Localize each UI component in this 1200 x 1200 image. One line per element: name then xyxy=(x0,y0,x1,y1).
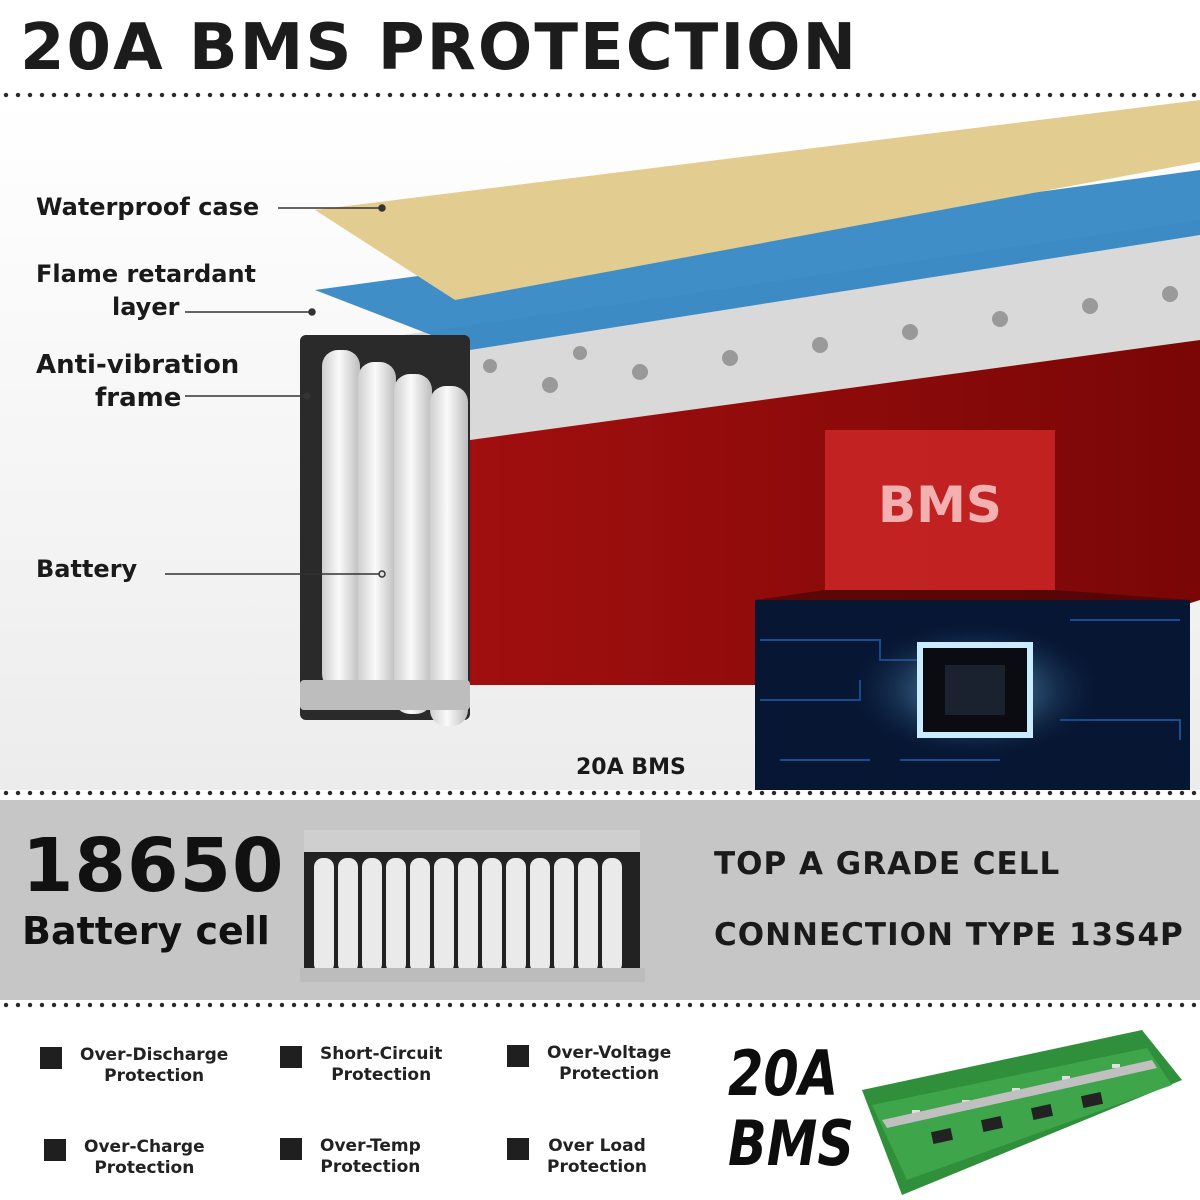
bms-panel xyxy=(825,430,1055,590)
battery-pack-photo xyxy=(300,830,645,982)
bullet-square-icon xyxy=(280,1138,302,1160)
pack-top-surface xyxy=(300,220,1200,440)
battery-illustration: BMS xyxy=(165,100,1200,790)
label-flame-retardant: Flame retardant xyxy=(36,260,257,288)
label-waterproof-case: Waterproof case xyxy=(36,193,260,221)
cell-model-number: 18650 xyxy=(22,823,285,909)
dotted-divider-bottom xyxy=(0,1002,1200,1008)
bullet-square-icon xyxy=(507,1138,529,1160)
label-battery: Battery xyxy=(36,555,138,583)
battery-exploded-diagram: BMS Waterproof case Flame retardant laye… xyxy=(0,100,1200,790)
bullet-square-icon xyxy=(44,1139,66,1161)
flame-retardant-layer xyxy=(315,170,1200,350)
spec-connection-type: CONNECTION TYPE 13S4P xyxy=(714,917,1184,953)
bms-badge-label: BMS xyxy=(728,1107,854,1180)
bms-pcb-photo xyxy=(862,1030,1182,1195)
label-frame: frame xyxy=(95,383,182,413)
bms-badge-amps: 20A xyxy=(728,1037,839,1110)
label-20a-bms: 20A BMS xyxy=(576,755,686,780)
page-title: 20A BMS PROTECTION xyxy=(20,11,859,85)
bms-panel-text: BMS xyxy=(878,476,1002,534)
spec-cell-grade: TOP A GRADE CELL xyxy=(714,846,1061,882)
cell-subtitle: Battery cell xyxy=(22,909,270,953)
bullet-square-icon xyxy=(280,1046,302,1068)
bullet-square-icon xyxy=(40,1047,62,1069)
waterproof-case-layer xyxy=(315,100,1200,300)
label-flame-layer: layer xyxy=(112,293,180,321)
label-anti-vibration: Anti-vibration xyxy=(36,350,240,380)
dotted-divider-top xyxy=(0,92,1200,98)
dotted-divider-middle xyxy=(0,790,1200,796)
bullet-square-icon xyxy=(507,1045,529,1067)
